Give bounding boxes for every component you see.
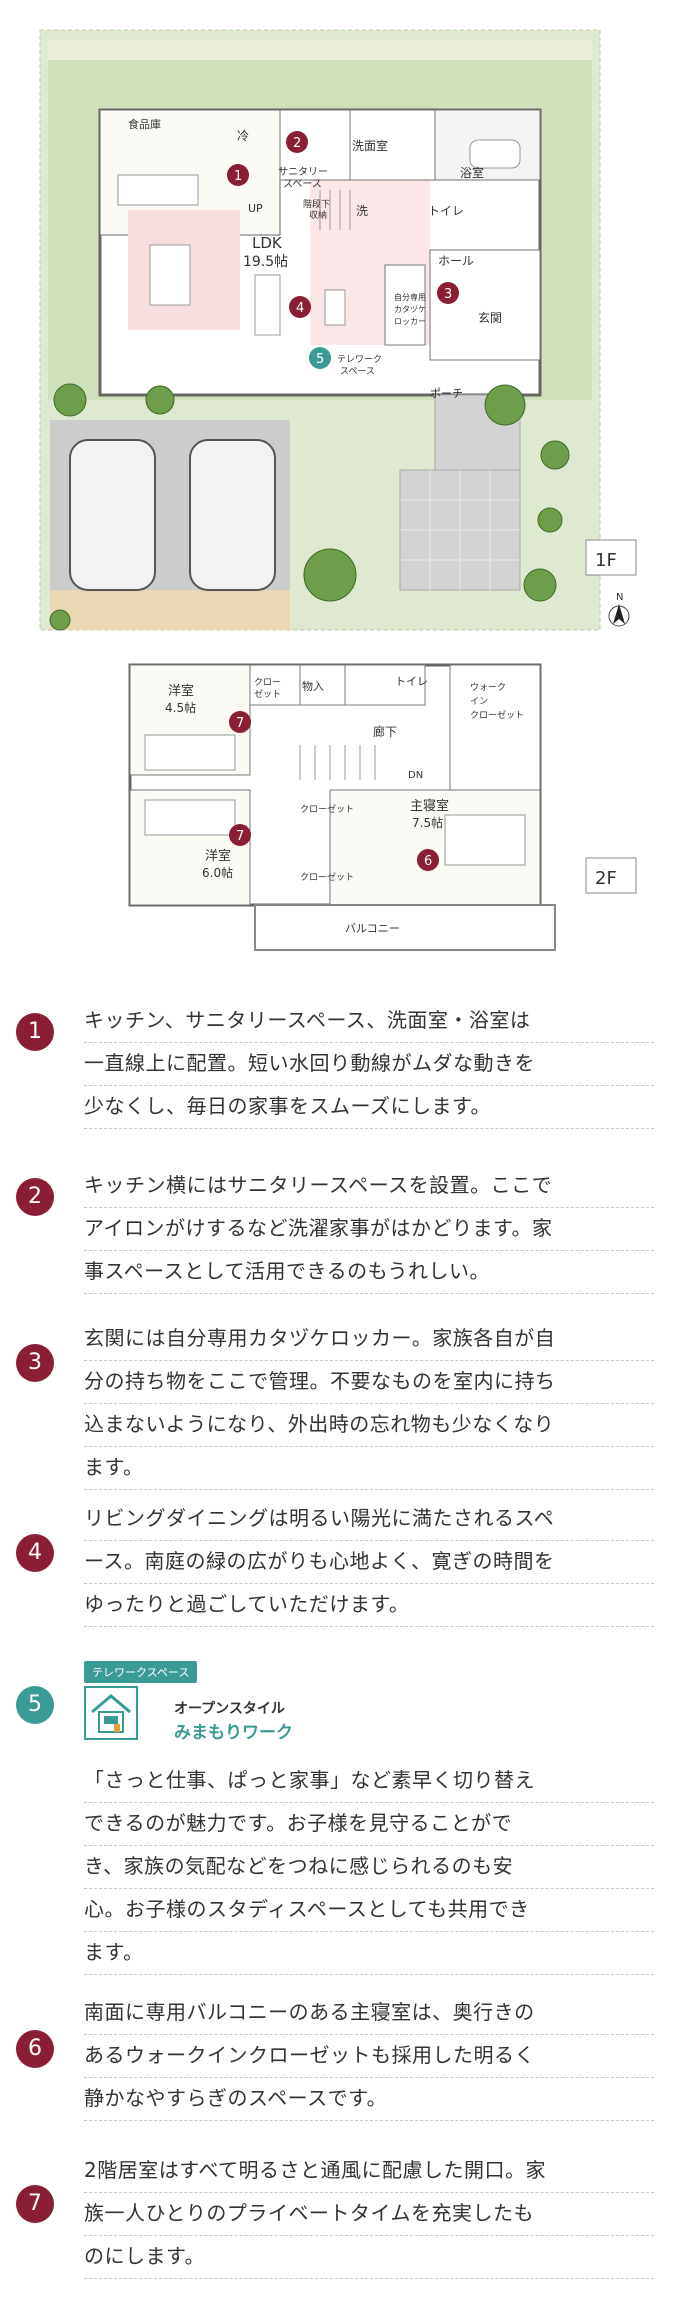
feature-3-text: 玄関には自分専用カタヅケロッカー。家族各自が自 分の持ち物をここで管理。不要なも…	[84, 1318, 654, 1490]
svg-text:スペース: スペース	[283, 179, 322, 190]
label-toilet-2f: トイレ	[395, 675, 428, 688]
svg-text:3: 3	[444, 287, 452, 302]
label-sanitary: サニタリー	[278, 166, 328, 178]
feature-2-text: キッチン横にはサニタリースペースを設置。ここで アイロンがけするなど洗濯家事がは…	[84, 1165, 654, 1294]
label-closet-b: クローゼット	[300, 803, 354, 815]
floor2-tag: 2F	[595, 868, 617, 889]
label-closet-c: クローゼット	[300, 871, 354, 883]
feature-5-text: 「さっと仕事、ぱっと家事」など素早く切り替え できるのが魅力です。お子様を見守る…	[84, 1760, 654, 1975]
svg-text:スペース: スペース	[340, 367, 375, 377]
floor1-tag: 1F	[595, 550, 617, 571]
label-room-a-size: 4.5帖	[165, 700, 196, 715]
label-entrance: 玄関	[478, 310, 502, 325]
label-kitchen-storage: 食品庫	[128, 117, 161, 131]
label-bath: 浴室	[460, 165, 484, 180]
feature-7-text: 2階居室はすべて明るさと通風に配慮した開口。家 族一人ひとりのプライベートタイム…	[84, 2150, 654, 2279]
label-dn: DN	[408, 770, 423, 781]
label-hall: ホール	[438, 254, 474, 268]
telework-title: みまもりワーク	[174, 1723, 293, 1743]
feature-4-text: リビングダイニングは明るい陽光に満たされるスペ ース。南庭の緑の広がりも心地よく…	[84, 1498, 654, 1627]
label-master-size: 7.5帖	[412, 815, 443, 830]
label-wash: 洗	[356, 204, 368, 218]
marker-7: 7	[16, 2185, 54, 2223]
svg-text:収納: 収納	[309, 209, 327, 221]
svg-text:7: 7	[236, 716, 244, 731]
label-room-b: 洋室	[205, 848, 231, 864]
svg-text:1: 1	[234, 169, 242, 184]
svg-text:7: 7	[236, 829, 244, 844]
svg-text:5: 5	[316, 352, 324, 367]
label-balcony: バルコニー	[345, 922, 400, 935]
label-room-a: 洋室	[168, 683, 194, 699]
label-stair-storage: 階段下	[303, 198, 330, 210]
label-hall-2f: 廊下	[373, 724, 397, 739]
svg-text:2: 2	[293, 136, 301, 151]
feature-1-text: キッチン、サニタリースペース、洗面室・浴室は 一直線上に配置。短い水回り動線がム…	[84, 1000, 654, 1129]
plan-markers: 1 2 3 4 5 6 7 7	[227, 131, 459, 871]
svg-text:イン: イン	[470, 697, 488, 707]
floor-plan: 食品庫 冷 サニタリー スペース UP 階段下 収納 洗面室 洗 浴室 トイレ …	[39, 29, 637, 951]
north-label: N	[616, 592, 623, 603]
telework-badge: テレワークスペース	[84, 1661, 198, 1683]
label-porch: ポーチ	[430, 387, 463, 400]
svg-text:6: 6	[424, 854, 432, 869]
label-washroom: 洗面室	[352, 138, 388, 153]
svg-text:カタヅケ: カタヅケ	[394, 305, 426, 314]
marker-5: 5	[16, 1686, 54, 1724]
telework-house-icon	[84, 1686, 138, 1740]
label-ldk-size: 19.5帖	[243, 254, 288, 270]
label-toilet: トイレ	[428, 204, 464, 218]
label-room-b-size: 6.0帖	[202, 865, 233, 880]
feature-6-text: 南面に専用バルコニーのある主寝室は、奥行きの あるウォークインクローゼットも採用…	[84, 1992, 654, 2121]
svg-text:ロッカー: ロッカー	[394, 317, 426, 326]
label-up: UP	[248, 202, 263, 215]
label-closet-a: クロー	[254, 677, 281, 688]
marker-1: 1	[16, 1013, 54, 1051]
label-walkin: ウォーク	[470, 682, 506, 693]
label-ldk: LDK	[252, 234, 283, 252]
marker-3: 3	[16, 1344, 54, 1382]
svg-text:クローゼット: クローゼット	[470, 709, 524, 721]
label-fridge: 冷	[237, 129, 249, 143]
marker-4: 4	[16, 1534, 54, 1572]
label-locker: 自分専用	[394, 292, 426, 302]
label-storage: 物入	[302, 679, 324, 693]
telework-subtitle: オープンスタイル	[174, 1701, 285, 1717]
svg-text:ゼット: ゼット	[254, 688, 281, 700]
svg-text:4: 4	[296, 301, 304, 316]
marker-2: 2	[16, 1178, 54, 1216]
label-master: 主寝室	[410, 798, 449, 814]
marker-6: 6	[16, 2030, 54, 2068]
label-telework: テレワーク	[337, 354, 382, 365]
